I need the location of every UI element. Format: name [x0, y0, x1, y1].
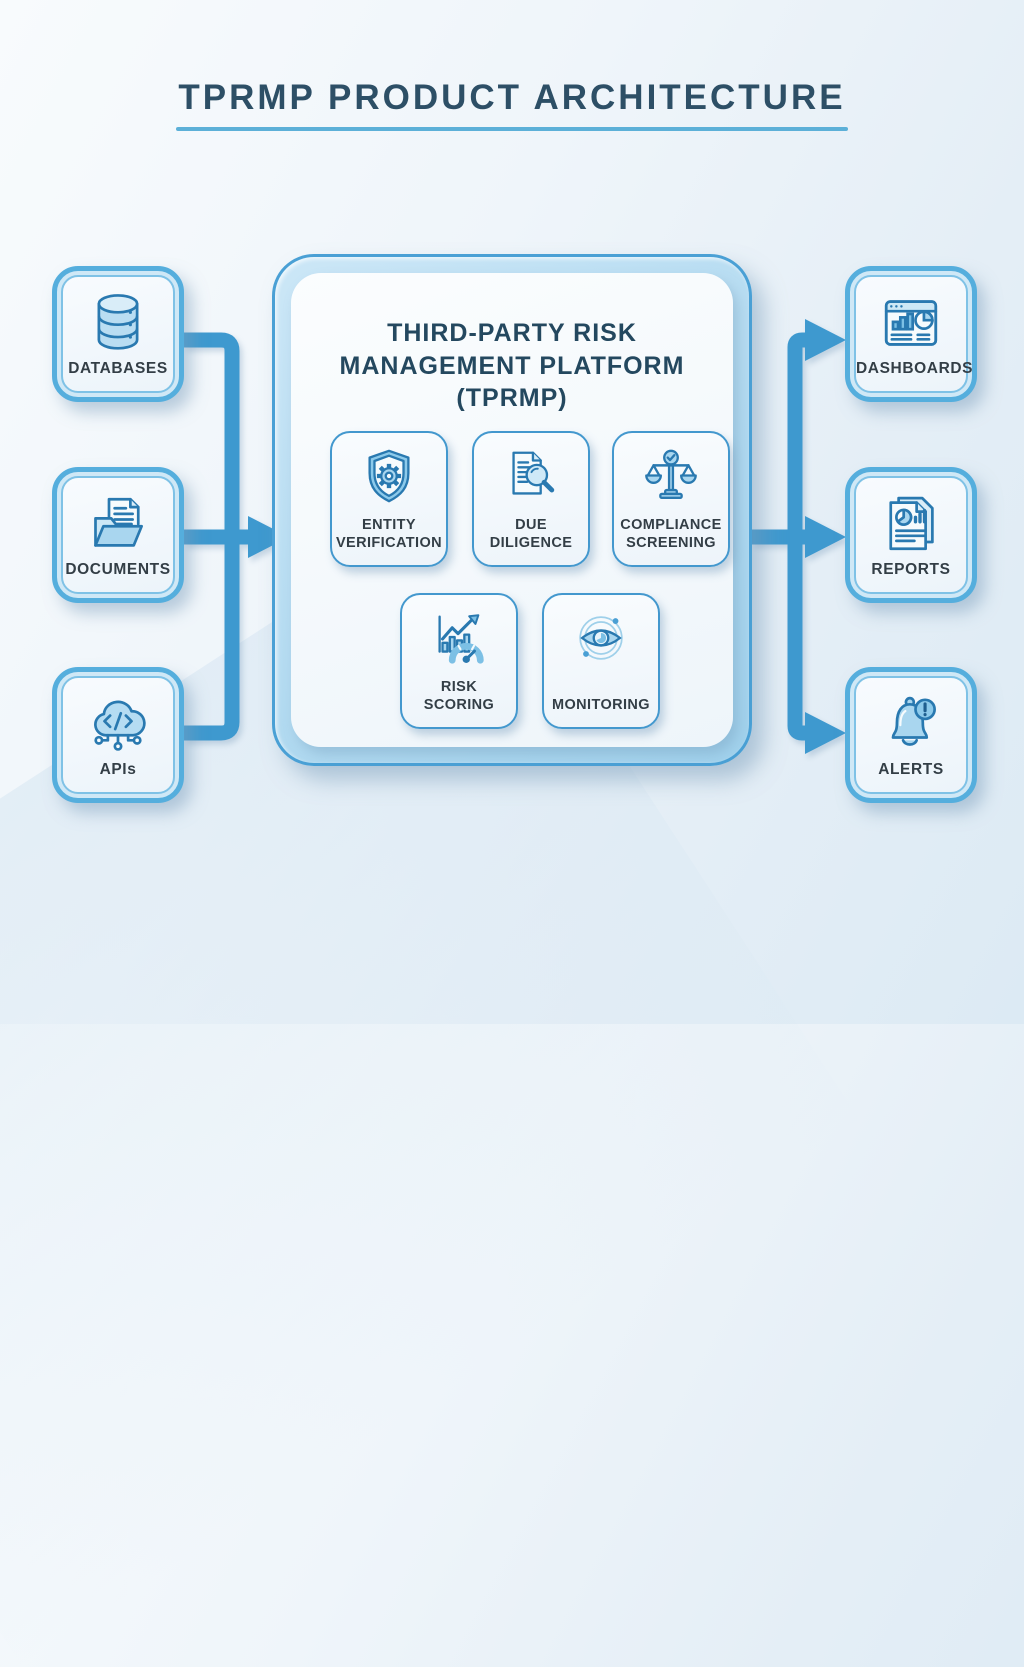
module-label-entity-verification: ENTITY VERIFICATION	[335, 516, 443, 551]
module-label-monitoring: MONITORING	[552, 696, 650, 713]
module-box-due-diligence: DUE DILIGENCE	[472, 431, 590, 567]
database-icon	[82, 287, 154, 359]
input-box-documents: DOCUMENTS	[52, 467, 184, 603]
output-box-dashboards-inner: DASHBOARDS	[854, 275, 974, 393]
balance-scales-icon	[640, 445, 702, 507]
input-label-documents: DOCUMENTS	[65, 561, 171, 578]
input-trunk-line	[184, 332, 240, 741]
module-label-due-diligence: DUE DILIGENCE	[489, 516, 573, 551]
input-box-apis: APIs	[52, 667, 184, 803]
module-label-risk-scoring: RISK SCORING	[423, 678, 495, 713]
module-box-compliance-screening: COMPLIANCE SCREENING	[612, 431, 730, 567]
input-box-documents-inner: DOCUMENTS	[61, 476, 175, 594]
module-label-compliance-screening: COMPLIANCE SCREENING	[620, 516, 722, 551]
output-box-dashboards: DASHBOARDS	[845, 266, 977, 402]
platform-inner-panel: THIRD-PARTY RISK MANAGEMENT PLATFORM (TP…	[291, 273, 733, 747]
input-box-databases-inner: DATABASES	[61, 275, 175, 393]
shield-gear-icon	[358, 445, 420, 507]
document-magnifier-icon	[500, 445, 562, 507]
dashboards-arrowhead	[805, 319, 846, 361]
bell-alert-icon	[875, 688, 947, 760]
documents-folder-icon	[82, 488, 154, 560]
platform-title: THIRD-PARTY RISK MANAGEMENT PLATFORM (TP…	[339, 319, 685, 412]
alerts-arrowhead	[805, 712, 846, 754]
output-box-reports: REPORTS	[845, 467, 977, 603]
output-box-reports-inner: REPORTS	[854, 476, 968, 594]
input-label-databases: DATABASES	[68, 360, 168, 377]
input-label-apis: APIs	[99, 761, 137, 778]
module-box-monitoring: MONITORING	[542, 593, 660, 729]
reports-arrowhead	[805, 516, 846, 558]
module-box-risk-scoring: RISK SCORING	[400, 593, 518, 729]
cloud-api-icon	[82, 688, 154, 760]
report-pages-icon	[875, 488, 947, 560]
title-underline	[176, 127, 848, 131]
gauge-trend-icon	[428, 607, 490, 669]
input-box-databases: DATABASES	[52, 266, 184, 402]
platform-container: THIRD-PARTY RISK MANAGEMENT PLATFORM (TP…	[272, 254, 752, 766]
input-box-apis-inner: APIs	[61, 676, 175, 794]
page-title: TPRMP PRODUCT ARCHITECTURE	[178, 78, 846, 117]
output-label-dashboards: DASHBOARDS	[856, 360, 974, 377]
output-label-alerts: ALERTS	[878, 761, 944, 778]
output-box-alerts-inner: ALERTS	[854, 676, 968, 794]
module-box-entity-verification: ENTITY VERIFICATION	[330, 431, 448, 567]
output-label-reports: REPORTS	[871, 561, 951, 578]
dashboard-window-icon	[875, 287, 947, 359]
eye-orbit-icon	[570, 607, 632, 669]
output-box-alerts: ALERTS	[845, 667, 977, 803]
output-trunk-line	[787, 332, 806, 741]
